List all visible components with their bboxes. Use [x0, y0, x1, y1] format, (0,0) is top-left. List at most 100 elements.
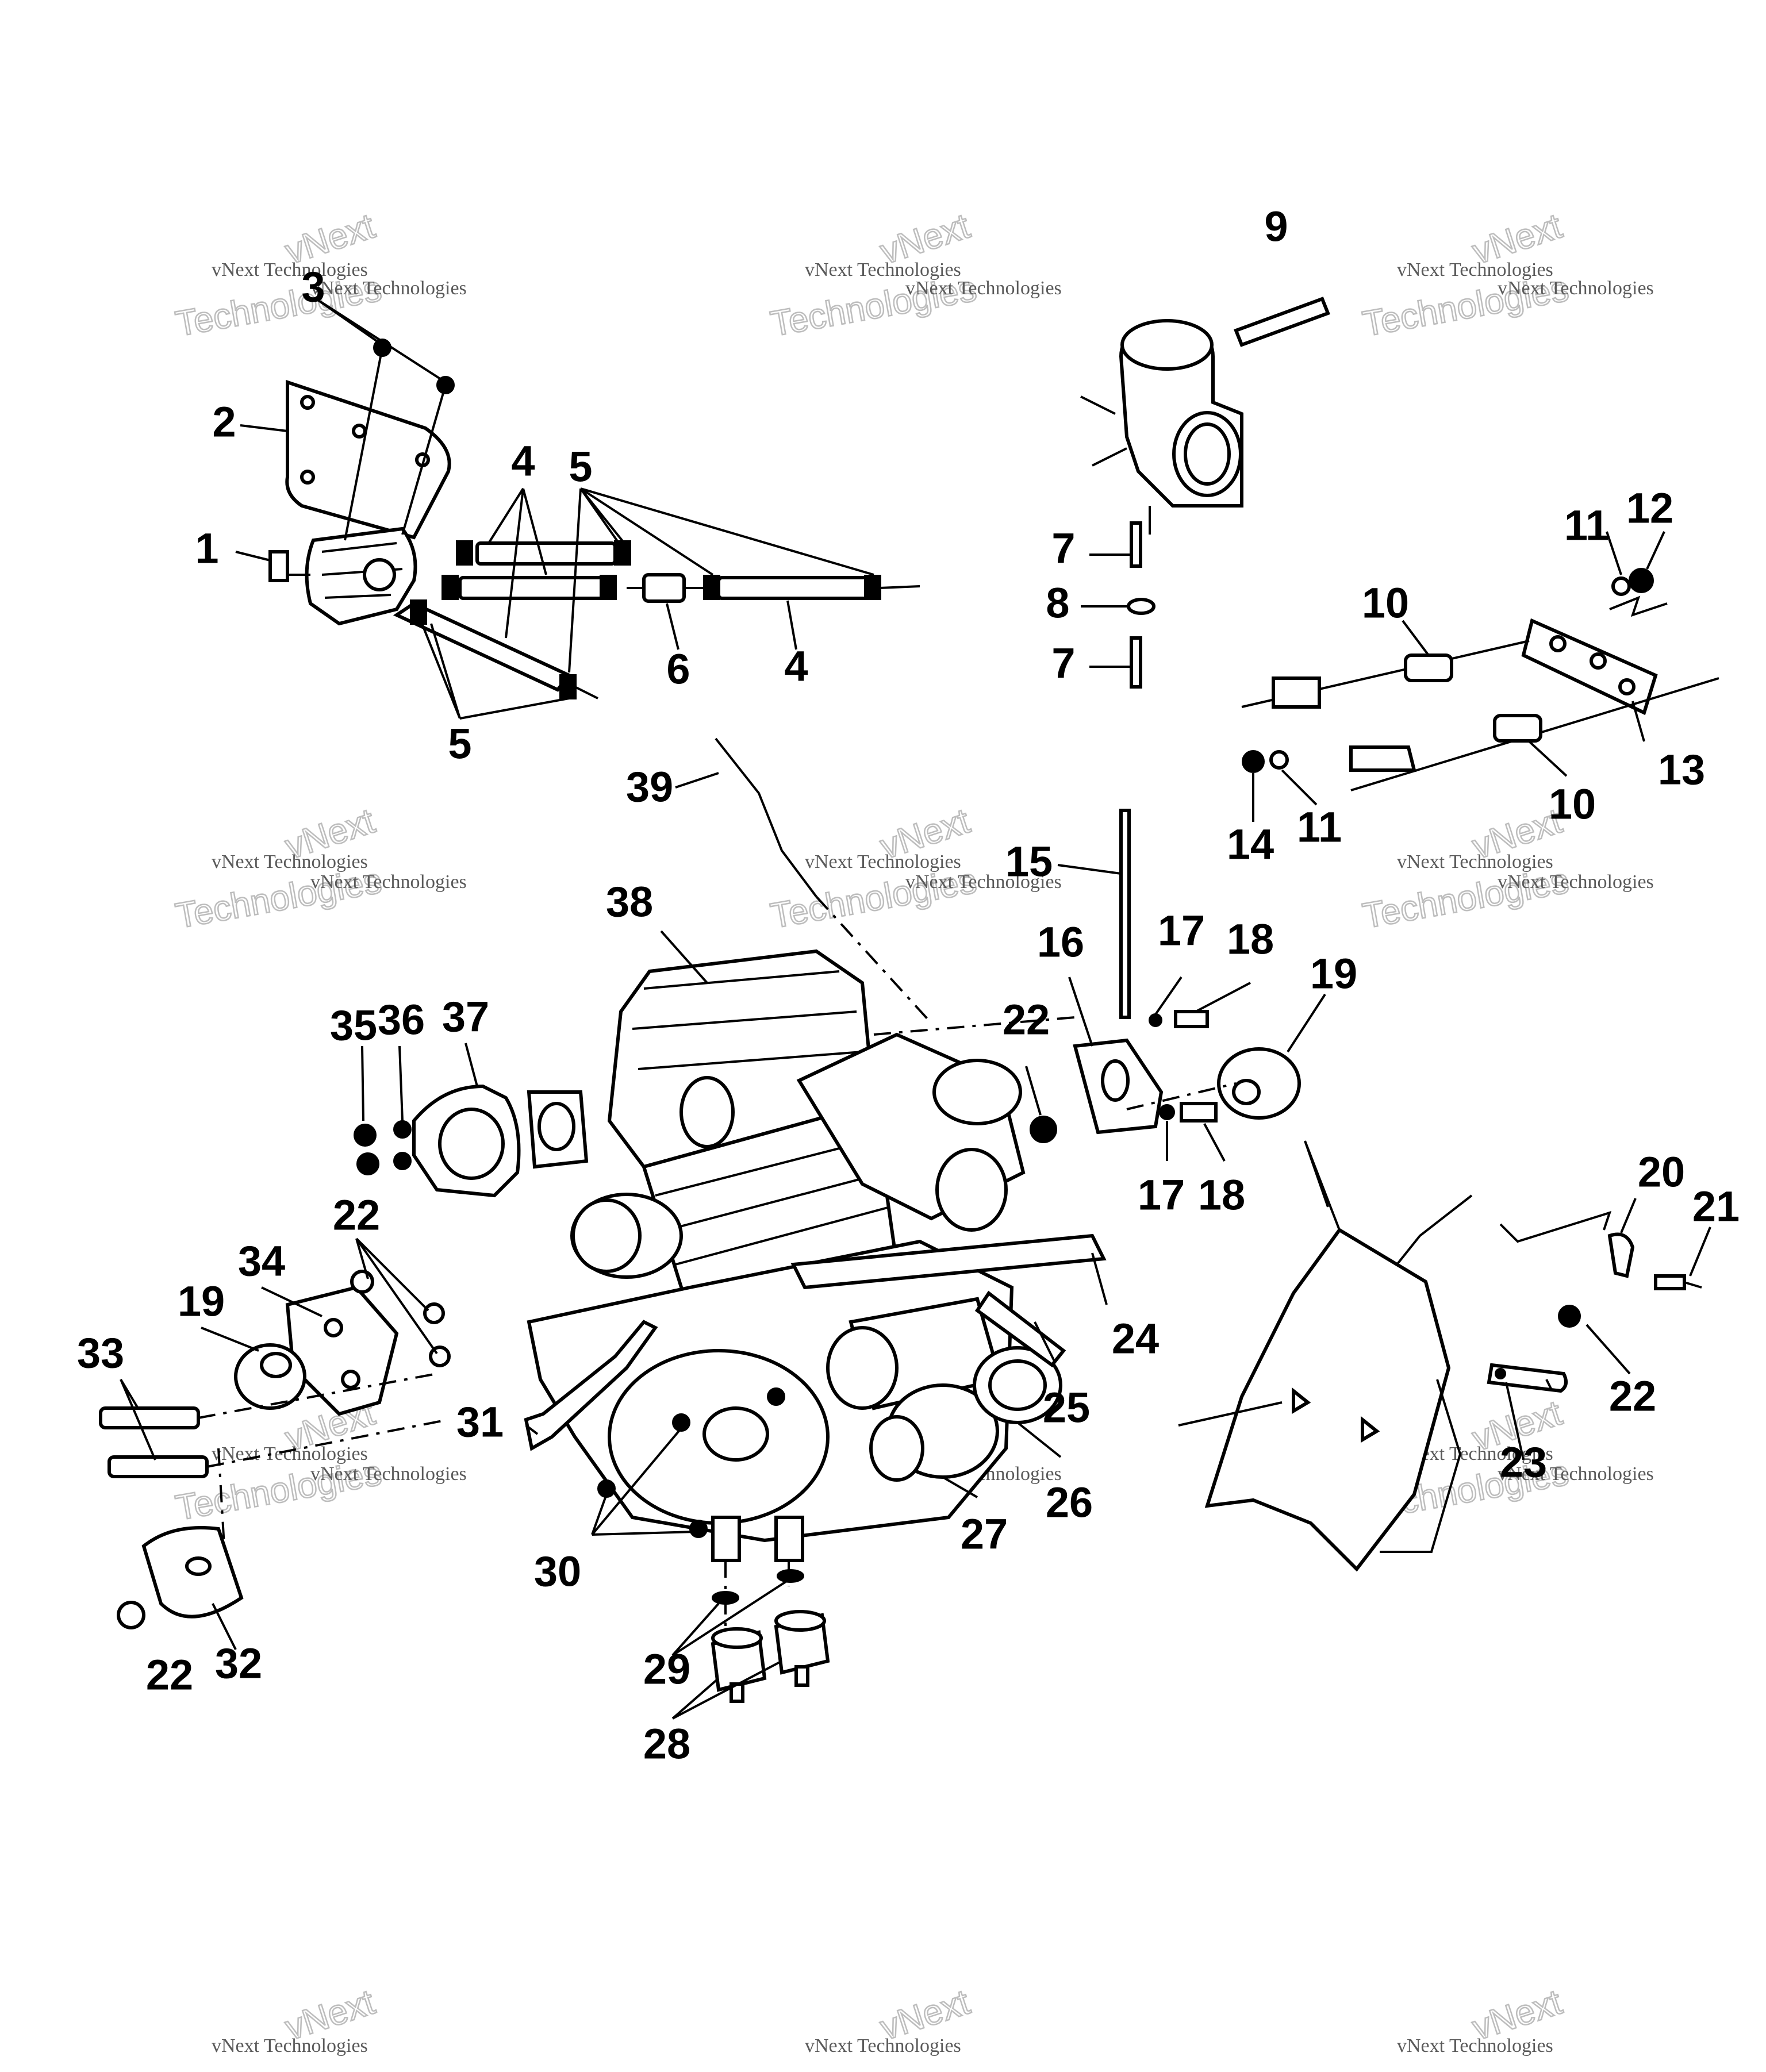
callout-22: 22	[1003, 996, 1050, 1044]
callout-36: 36	[378, 996, 425, 1044]
leader-line	[1689, 1227, 1711, 1277]
hose-clamp	[559, 674, 577, 699]
callout-39: 39	[626, 763, 673, 811]
callout-24: 24	[1112, 1315, 1159, 1363]
svg-text:vNext Technologies: vNext Technologies	[905, 871, 1062, 893]
choke-cable-path	[815, 895, 932, 1024]
frame-section	[1178, 1140, 1702, 1572]
callout-23: 23	[1500, 1439, 1547, 1486]
hose-end-line	[574, 686, 598, 699]
callout-5: 5	[448, 720, 471, 768]
leader-line	[1631, 701, 1645, 742]
engine-foot	[711, 1516, 741, 1562]
hose-clamp	[614, 540, 631, 566]
callout-28: 28	[643, 1720, 690, 1768]
bracket-hole	[1549, 635, 1567, 652]
leader-line	[786, 600, 797, 650]
frame-rail	[1380, 1379, 1462, 1553]
svg-text:vNext Technologies: vNext Technologies	[1397, 259, 1553, 280]
leader-line	[240, 424, 288, 432]
mount-bolt-path	[198, 1373, 449, 1468]
lower-rubber-mount-top	[774, 1610, 826, 1632]
fuel-hose-upper	[475, 541, 617, 566]
bracket-hole	[1590, 652, 1607, 670]
callout-35: 35	[330, 1002, 377, 1050]
p-clamp	[1607, 1232, 1635, 1278]
rubber-mount-right	[1217, 1047, 1301, 1120]
svg-text:vNext Technologies: vNext Technologies	[805, 851, 961, 872]
hose-clamp	[410, 599, 427, 625]
watermark-bottom-left: vNext vNext Technologies	[212, 1981, 380, 2056]
leader-line	[671, 1579, 789, 1656]
bracket-hole	[300, 395, 315, 410]
callout-5: 5	[569, 443, 592, 491]
callout-33: 33	[77, 1329, 124, 1377]
callout-22: 22	[1609, 1373, 1656, 1420]
exhaust-gasket	[869, 1415, 924, 1482]
callout-9: 9	[1264, 203, 1288, 251]
callout-4: 4	[784, 643, 808, 690]
hose-end-line	[879, 585, 920, 589]
lower-washer	[777, 1569, 804, 1583]
stator-cover-hub	[702, 1406, 769, 1462]
leader-line	[1646, 531, 1665, 570]
callout-21: 21	[1692, 1183, 1740, 1231]
watermark-bottom-right: vNext vNext Technologies	[1397, 1981, 1567, 2056]
leader-line	[487, 487, 547, 639]
callout-14: 14	[1227, 821, 1274, 868]
lower-rubber-mount-top	[711, 1627, 763, 1649]
svg-text:vNext Technologies: vNext Technologies	[1397, 2035, 1553, 2056]
pump-screw	[268, 550, 289, 582]
leader-line	[1154, 976, 1183, 1016]
leader-line	[1034, 1321, 1056, 1363]
fuel-pump-body	[305, 526, 417, 626]
bracket-hole	[300, 470, 315, 485]
callout-17: 17	[1158, 907, 1205, 955]
cable-lockwasher-top	[1611, 576, 1631, 596]
svg-text:vNext Technologies: vNext Technologies	[805, 259, 961, 280]
mount-cup-path	[217, 1448, 225, 1547]
svg-text:vNext Technologies: vNext Technologies	[310, 1463, 467, 1485]
spark-plug-boot	[679, 1076, 735, 1148]
frame-break-line	[1499, 1210, 1612, 1243]
callout-27: 27	[961, 1510, 1008, 1558]
exhaust-clamp-inner	[988, 1359, 1047, 1411]
leader-line	[1545, 1379, 1553, 1391]
housing-washer	[393, 1120, 412, 1139]
oil-filter-cap	[571, 1198, 642, 1273]
left-engine-mount	[99, 1270, 451, 1629]
callout-7: 7	[1051, 525, 1075, 572]
rod-washer	[1149, 1013, 1162, 1027]
pump-mount-bracket	[285, 379, 451, 540]
mount-path-right	[873, 1016, 1237, 1110]
callout-31: 31	[456, 1398, 504, 1446]
leader-line	[591, 1427, 696, 1536]
hose-clamp	[442, 575, 459, 600]
engine-carb-throat	[935, 1148, 1008, 1232]
clamp-screw-tip	[1684, 1281, 1702, 1289]
bracket-hole	[1495, 1368, 1506, 1379]
housing-washer	[393, 1152, 412, 1170]
callout-34: 34	[238, 1237, 285, 1285]
callout-numbers: 3 2 1 4 5 6 4 5 9 7 8 7 11 12 10 13 14 1…	[77, 203, 1740, 1768]
pump-stud	[344, 347, 383, 541]
thermostat-housing-assembly	[354, 1084, 589, 1198]
leader-line	[568, 487, 874, 673]
hose-clamp	[600, 575, 617, 600]
cable-bracket-assembly	[1241, 568, 1719, 791]
right-engine-mount	[873, 809, 1301, 1143]
callout-7: 7	[1051, 640, 1075, 687]
mount-nut-right	[1030, 1116, 1057, 1143]
drain-tube-lower	[1130, 636, 1142, 689]
callout-18: 18	[1227, 916, 1274, 963]
mount-bolt-right	[1180, 1102, 1218, 1123]
bracket-hole	[1618, 678, 1636, 695]
leader-line	[1505, 1382, 1525, 1460]
choke-cable	[715, 737, 817, 898]
starter-end	[826, 1326, 899, 1410]
callout-25: 25	[1043, 1384, 1090, 1432]
leader-line	[1203, 1123, 1226, 1162]
mount-cup-hole	[185, 1556, 212, 1576]
svg-text:vNext Technologies: vNext Technologies	[1498, 1463, 1654, 1485]
leader-line	[1091, 1252, 1108, 1305]
